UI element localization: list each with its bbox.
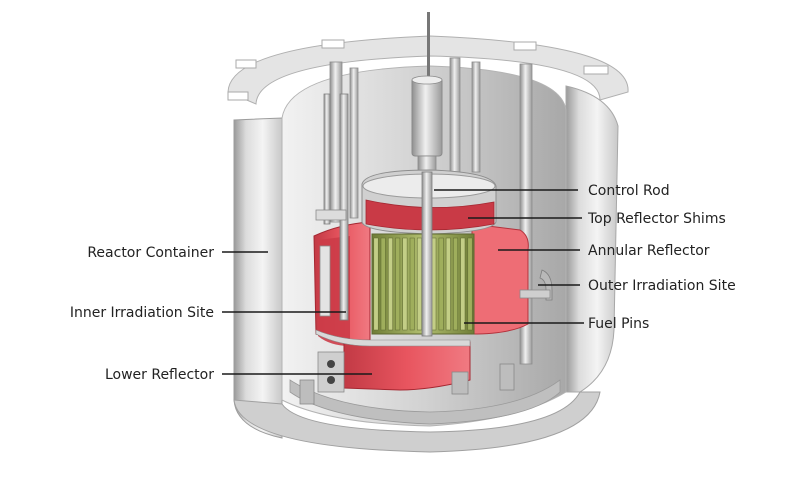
lower-reflector xyxy=(299,329,515,405)
fuel-pin xyxy=(395,237,401,331)
fuel-pin xyxy=(388,237,393,331)
fuel-pin xyxy=(409,237,415,331)
label-fuel-pins: Fuel Pins xyxy=(588,316,649,332)
label-annular-reflector: Annular Reflector xyxy=(588,243,710,259)
control-rod xyxy=(421,171,433,337)
fuel-pin xyxy=(445,237,451,331)
labels: Control Rod Top Reflector Shims Annular … xyxy=(70,183,736,383)
fuel-pin xyxy=(380,237,386,331)
leader-lines xyxy=(222,189,584,375)
fuel-pin xyxy=(402,237,408,331)
fuel-pin xyxy=(453,237,458,331)
label-lower-reflector: Lower Reflector xyxy=(105,367,214,383)
fuel-pin xyxy=(467,237,473,331)
fuel-pin xyxy=(460,237,466,331)
label-inner-irradiation-site: Inner Irradiation Site xyxy=(70,305,214,321)
label-top-reflector-shims: Top Reflector Shims xyxy=(587,211,726,227)
control-rod-assembly xyxy=(411,12,443,177)
fuel-pin xyxy=(438,237,444,331)
label-reactor-container: Reactor Container xyxy=(87,245,214,261)
fuel-pin xyxy=(416,237,422,331)
label-outer-irradiation-site: Outer Irradiation Site xyxy=(588,278,736,294)
fuel-pin xyxy=(373,237,379,331)
inner-irradiation-tube xyxy=(315,93,349,321)
label-control-rod: Control Rod xyxy=(588,183,670,199)
